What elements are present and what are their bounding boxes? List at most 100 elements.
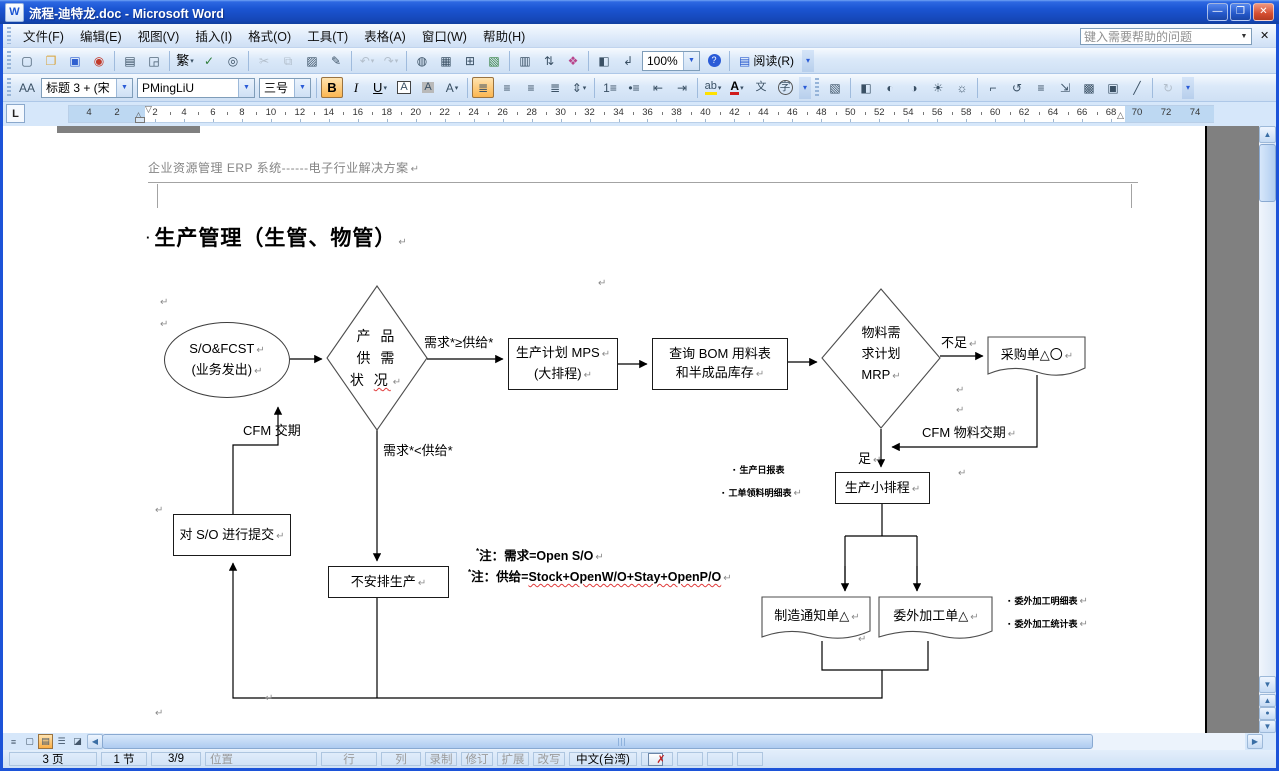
menu-item[interactable]: 窗口(W) bbox=[421, 30, 467, 44]
redo-button[interactable]: ↷▾ bbox=[380, 50, 402, 71]
italic-button[interactable]: I bbox=[345, 77, 367, 98]
close-icon[interactable]: ✕ bbox=[1260, 30, 1270, 42]
menubar-grip[interactable] bbox=[7, 27, 11, 44]
justify-button[interactable]: ≣ bbox=[472, 77, 494, 98]
text-direction-button[interactable]: ⇅ bbox=[538, 50, 560, 71]
previous-page-button[interactable]: ▲ bbox=[1259, 694, 1276, 707]
menu-item[interactable]: 格式(O) bbox=[248, 30, 292, 44]
less-contrast-button[interactable]: ◑ bbox=[903, 77, 925, 98]
reading-layout-view-button[interactable]: ◪ bbox=[73, 736, 82, 746]
enclose-character-button[interactable]: 字 bbox=[774, 77, 796, 98]
menu-item[interactable]: 插入(I) bbox=[195, 30, 233, 44]
menu-item[interactable]: 编辑(E) bbox=[79, 30, 122, 44]
chevron-down-icon[interactable]: ▼ bbox=[116, 78, 132, 97]
cut-button[interactable]: ✂ bbox=[253, 50, 275, 71]
print-preview-button[interactable]: ◲ bbox=[143, 50, 165, 71]
spelling-status[interactable]: ✗ bbox=[641, 752, 673, 766]
style-combo[interactable]: 标题 3 + (宋▼ bbox=[41, 77, 133, 98]
select-browse-object-button[interactable]: ● bbox=[1259, 707, 1276, 720]
styles-and-formatting-button[interactable]: AA bbox=[16, 77, 38, 98]
horizontal-scroll-thumb[interactable] bbox=[102, 734, 1093, 749]
flow-box-small-schedule[interactable]: 生产小排程↵ bbox=[835, 472, 930, 504]
flow-diamond-mrp[interactable] bbox=[821, 288, 941, 429]
format-picture-button[interactable]: ▣ bbox=[1102, 77, 1124, 98]
more-contrast-button[interactable]: ◐ bbox=[879, 77, 901, 98]
print-layout-view-button[interactable]: ▤ bbox=[38, 734, 53, 749]
dropdown-arrow-icon[interactable]: ▾ bbox=[582, 84, 587, 92]
tables-borders-button[interactable]: ▦ bbox=[435, 50, 457, 71]
insert-excel-button[interactable]: ▧ bbox=[483, 50, 505, 71]
chevron-down-icon[interactable]: ▼ bbox=[238, 78, 254, 97]
format-painter-button[interactable]: ✎ bbox=[325, 50, 347, 71]
scroll-up-button[interactable]: ▲ bbox=[1259, 126, 1276, 143]
numbering-button[interactable]: 1≡ bbox=[599, 77, 621, 98]
chinese-convert-button[interactable]: 繁▾ bbox=[174, 50, 196, 71]
toolbar-grip[interactable] bbox=[7, 78, 11, 97]
dropdown-arrow-icon[interactable]: ▾ bbox=[454, 84, 459, 92]
dropdown-arrow-icon[interactable]: ▾ bbox=[717, 84, 722, 92]
distribute-button[interactable]: ≣ bbox=[544, 77, 566, 98]
tab-stop-selector[interactable]: L bbox=[6, 104, 25, 123]
outline-view-button[interactable]: ☰ bbox=[57, 736, 66, 746]
dropdown-arrow-icon[interactable]: ▾ bbox=[394, 57, 399, 65]
dropdown-arrow-icon[interactable]: ▾ bbox=[190, 57, 194, 65]
character-shading-button[interactable]: A bbox=[417, 77, 439, 98]
open-button[interactable]: ❐ bbox=[40, 50, 62, 71]
font-color-button[interactable]: A▾ bbox=[726, 77, 748, 98]
flow-ellipse-so-fcst[interactable]: S/O&FCST↵ (业务发出)↵ bbox=[164, 322, 290, 398]
left-indent-marker[interactable] bbox=[135, 117, 145, 123]
rotate-left-button[interactable]: ↺ bbox=[1006, 77, 1028, 98]
set-transparent-color-button[interactable]: ╱ bbox=[1126, 77, 1148, 98]
zoom-combo[interactable]: 100%▼ bbox=[642, 50, 700, 71]
document-map-button[interactable]: ◧ bbox=[593, 50, 615, 71]
dropdown-arrow-icon[interactable]: ▾ bbox=[383, 84, 387, 92]
flow-box-bom-query[interactable]: 查询 BOM 用料表 和半成品库存↵ bbox=[652, 338, 788, 390]
scroll-down-button[interactable]: ▼ bbox=[1259, 676, 1276, 693]
hanging-indent-marker[interactable]: △ bbox=[135, 110, 142, 120]
vertical-scroll-thumb[interactable] bbox=[1259, 144, 1276, 202]
bold-button[interactable]: B bbox=[321, 77, 343, 98]
size-combo[interactable]: 三号▼ bbox=[259, 77, 311, 98]
spelling-button[interactable]: ✓ bbox=[198, 50, 220, 71]
flow-diamond-supply-demand[interactable] bbox=[326, 285, 428, 431]
dropdown-arrow-icon[interactable]: ▾ bbox=[740, 84, 744, 92]
flow-doc-purchase-order[interactable] bbox=[987, 336, 1086, 376]
first-line-indent-marker[interactable]: ▽ bbox=[145, 104, 152, 114]
toolbar-grip[interactable] bbox=[815, 78, 819, 97]
toolbar-options-chevron[interactable]: ▾ bbox=[799, 76, 811, 99]
chevron-down-icon[interactable]: ▼ bbox=[1240, 33, 1248, 40]
flow-doc-mfg-notice[interactable] bbox=[761, 596, 871, 639]
font-combo[interactable]: PMingLiU▼ bbox=[137, 77, 255, 98]
flow-box-no-production[interactable]: 不安排生产↵ bbox=[328, 566, 449, 598]
character-border-button[interactable]: A bbox=[393, 77, 415, 98]
toolbar-options-chevron[interactable]: ▾ bbox=[802, 49, 815, 72]
menu-item[interactable]: 工具(T) bbox=[307, 30, 349, 44]
compress-pictures-button[interactable]: ⇲ bbox=[1054, 77, 1076, 98]
underline-button[interactable]: U▾ bbox=[369, 77, 391, 98]
dropdown-arrow-icon[interactable]: ▾ bbox=[370, 57, 375, 65]
increase-indent-button[interactable]: ⇥ bbox=[671, 77, 693, 98]
bullets-button[interactable]: •≡ bbox=[623, 77, 645, 98]
next-page-button[interactable]: ▼ bbox=[1259, 720, 1276, 733]
show-hide-marks-button[interactable]: ↲ bbox=[617, 50, 639, 71]
minimize-button[interactable]: — bbox=[1207, 3, 1228, 21]
normal-view-button[interactable]: ≡ bbox=[10, 736, 17, 747]
insert-picture-button[interactable]: ▧ bbox=[824, 77, 846, 98]
align-right-button[interactable]: ≡ bbox=[520, 77, 542, 98]
line-style-button[interactable]: ≡ bbox=[1030, 77, 1052, 98]
restore-button[interactable]: ❐ bbox=[1230, 3, 1251, 21]
chevron-down-icon[interactable]: ▼ bbox=[683, 51, 699, 70]
menu-item[interactable]: 文件(F) bbox=[23, 30, 64, 44]
menu-item[interactable]: 表格(A) bbox=[364, 30, 406, 44]
text-wrapping-button[interactable]: ▩ bbox=[1078, 77, 1100, 98]
flow-box-mps[interactable]: 生产计划 MPS↵ (大排程)↵ bbox=[508, 338, 618, 390]
pinyin-guide-button[interactable]: 文 bbox=[750, 77, 772, 98]
scroll-right-button[interactable]: ▶ bbox=[1247, 734, 1263, 749]
line-spacing-button[interactable]: ⇕▾ bbox=[568, 77, 590, 98]
columns-button[interactable]: ▥ bbox=[514, 50, 536, 71]
insert-table-button[interactable]: ⊞ bbox=[459, 50, 481, 71]
undo-button[interactable]: ↶▾ bbox=[356, 50, 378, 71]
web-layout-view-button[interactable]: ▢ bbox=[25, 736, 34, 746]
read-layout-button[interactable]: ▤阅读(R) bbox=[734, 50, 799, 71]
